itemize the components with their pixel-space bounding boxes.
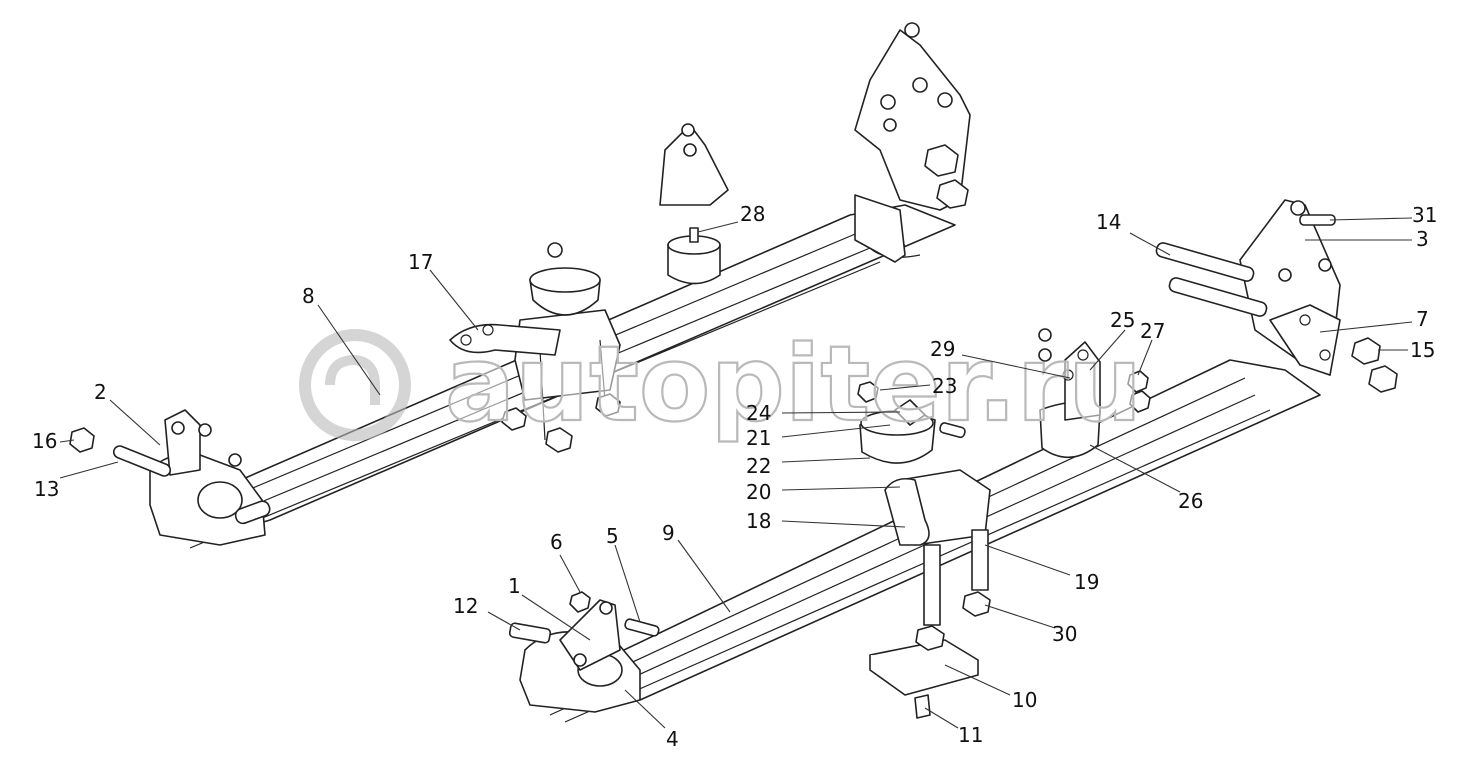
rear-right-hanger-bracket: [854, 22, 971, 263]
bracket-17: [449, 323, 561, 356]
watermark-text: autopiter.ru: [445, 323, 1142, 445]
callout-23: 23: [932, 374, 957, 398]
bolt-31: [1299, 214, 1336, 226]
callout-21: 21: [746, 426, 771, 450]
rear-left-pin-13: [112, 445, 172, 477]
front-right-hanger-bracket: [1239, 199, 1341, 376]
callout-9: 9: [662, 521, 675, 545]
callout-13: 13: [34, 477, 59, 501]
callout-7: 7: [1416, 307, 1429, 331]
bolt-11: [914, 694, 931, 719]
callout-14: 14: [1096, 210, 1121, 234]
callout-4: 4: [666, 727, 679, 751]
rear-bump-stop: [529, 242, 601, 316]
nut-30: [962, 591, 991, 617]
bolt-23b: [939, 422, 966, 439]
callout-5: 5: [606, 524, 619, 548]
callout-6: 6: [550, 530, 563, 554]
callout-3: 3: [1416, 227, 1429, 251]
callout-1: 1: [508, 574, 521, 598]
bolt-12: [508, 622, 552, 644]
bolts-14: [1155, 242, 1268, 317]
callout-31: 31: [1412, 203, 1437, 227]
bolt-5: [624, 618, 660, 637]
callout-20: 20: [746, 480, 771, 504]
callout-27: 27: [1140, 319, 1165, 343]
bump-stop-26: [1039, 341, 1101, 459]
leader-lines: [59, 217, 1413, 729]
callout-30: 30: [1052, 622, 1077, 646]
callout-11: 11: [958, 723, 983, 747]
rear-left-spring-bracket: [149, 409, 271, 546]
callout-12: 12: [453, 594, 478, 618]
nuts-15: [1351, 337, 1398, 393]
bolts-27: [1127, 370, 1151, 413]
buffer-bracket-upper: [659, 123, 729, 206]
callout-22: 22: [746, 454, 771, 478]
callout-8: 8: [302, 284, 315, 308]
nut-23: [857, 381, 879, 403]
buffer-28: [667, 227, 721, 285]
callout-28: 28: [740, 202, 765, 226]
callout-16: 16: [32, 429, 57, 453]
callout-24: 24: [746, 401, 771, 425]
callout-26: 26: [1178, 489, 1203, 513]
autopiter-logo-icon: [299, 329, 411, 441]
front-left-spring-bracket: [519, 599, 641, 713]
callout-18: 18: [746, 509, 771, 533]
spring-pad-10: [869, 625, 979, 696]
callouts: 1 2 3 4 5 6 7 8 9 10 11 12 13 14 15 16 1…: [32, 202, 1437, 751]
callout-2: 2: [94, 380, 107, 404]
nut-16: [69, 427, 95, 453]
nut-6: [569, 591, 591, 613]
front-center-clamp: [884, 469, 991, 626]
watermark: autopiter.ru: [299, 322, 1143, 446]
callout-25: 25: [1110, 308, 1135, 332]
nuts-29: [1038, 328, 1052, 362]
callout-17: 17: [408, 250, 433, 274]
callout-29: 29: [930, 337, 955, 361]
callout-10: 10: [1012, 688, 1037, 712]
callout-19: 19: [1074, 570, 1099, 594]
callout-15: 15: [1410, 338, 1435, 362]
